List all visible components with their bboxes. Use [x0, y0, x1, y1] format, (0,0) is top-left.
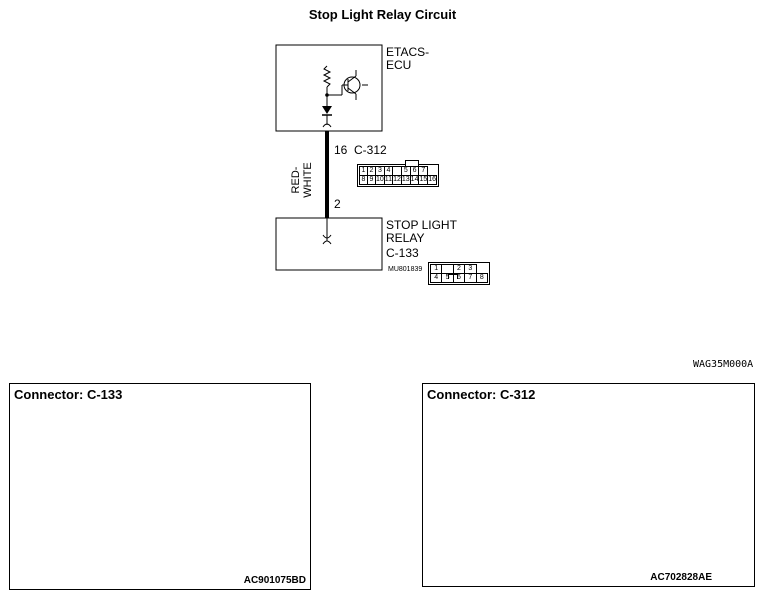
pin-cell: 13: [400, 175, 411, 185]
illustration-code: AC702828AE: [650, 572, 712, 583]
relay-label-line2: RELAY: [386, 231, 425, 245]
wire-color-line1: RED-: [290, 166, 302, 194]
relay-pin-number: 2: [334, 197, 341, 211]
pin-cell: 4: [429, 273, 443, 283]
ecu-label: ETACS- ECU: [386, 46, 429, 72]
pin-cell: 15: [418, 175, 429, 185]
pin-cell: 7: [418, 166, 429, 176]
pin-cell: 11: [383, 175, 394, 185]
connector-key: [405, 160, 419, 166]
panel-title: Connector: C-133: [14, 387, 123, 402]
pin-cell-empty: [441, 264, 454, 274]
diagram-title: Stop Light Relay Circuit: [308, 7, 457, 22]
pin-cell: 2: [452, 264, 466, 274]
relay-box: [275, 217, 383, 271]
diode-symbol: [322, 106, 332, 114]
connector-c133-panel: Connector: C-133 AC901075BD: [9, 383, 311, 590]
part-code: MU801839: [388, 266, 423, 273]
connector-key: [448, 274, 458, 279]
pin-cell: 9: [367, 175, 376, 185]
pin-cell: 1: [429, 264, 443, 274]
ecu-box: [275, 44, 383, 132]
pin-cell: 5: [400, 166, 411, 176]
pin-cell-empty: [392, 166, 402, 176]
panel-title: Connector: C-312: [427, 387, 536, 402]
connector-c312-panel: Connector: C-312 AC702828AE: [422, 383, 755, 587]
pin-cell: 12: [392, 175, 402, 185]
pin-cell: 2: [367, 166, 376, 176]
pin-cell: 6: [409, 166, 420, 176]
pin-cell: 10: [375, 175, 385, 185]
pin-cell: 1: [359, 166, 368, 176]
ecu-label-line2: ECU: [386, 58, 412, 72]
pin-cell: 7: [464, 273, 477, 283]
ecu-label-line1: ETACS-: [386, 45, 430, 59]
resistor-symbol: [322, 65, 332, 88]
pin-cell: 8: [359, 175, 368, 185]
pin-cell: 3: [464, 264, 477, 274]
pin-cell: 4: [383, 166, 394, 176]
pin-cell: 16: [427, 175, 438, 185]
pin-cell: 3: [375, 166, 385, 176]
wire-color-label: RED- WHITE: [290, 160, 314, 200]
pin-cell: 14: [409, 175, 420, 185]
relay-label: STOP LIGHT RELAY C-133: [386, 219, 457, 260]
wire-color-line2: WHITE: [302, 162, 314, 198]
figure-code: WAG35M000A: [693, 359, 754, 370]
pin-cell: 8: [475, 273, 489, 283]
relay-label-line1: STOP LIGHT: [386, 218, 457, 232]
relay-connector-id: C-133: [386, 246, 419, 260]
ecu-pin-number: 16: [334, 143, 348, 157]
illustration-code: AC901075BD: [243, 575, 306, 586]
ecu-connector-id: C-312: [354, 143, 387, 157]
